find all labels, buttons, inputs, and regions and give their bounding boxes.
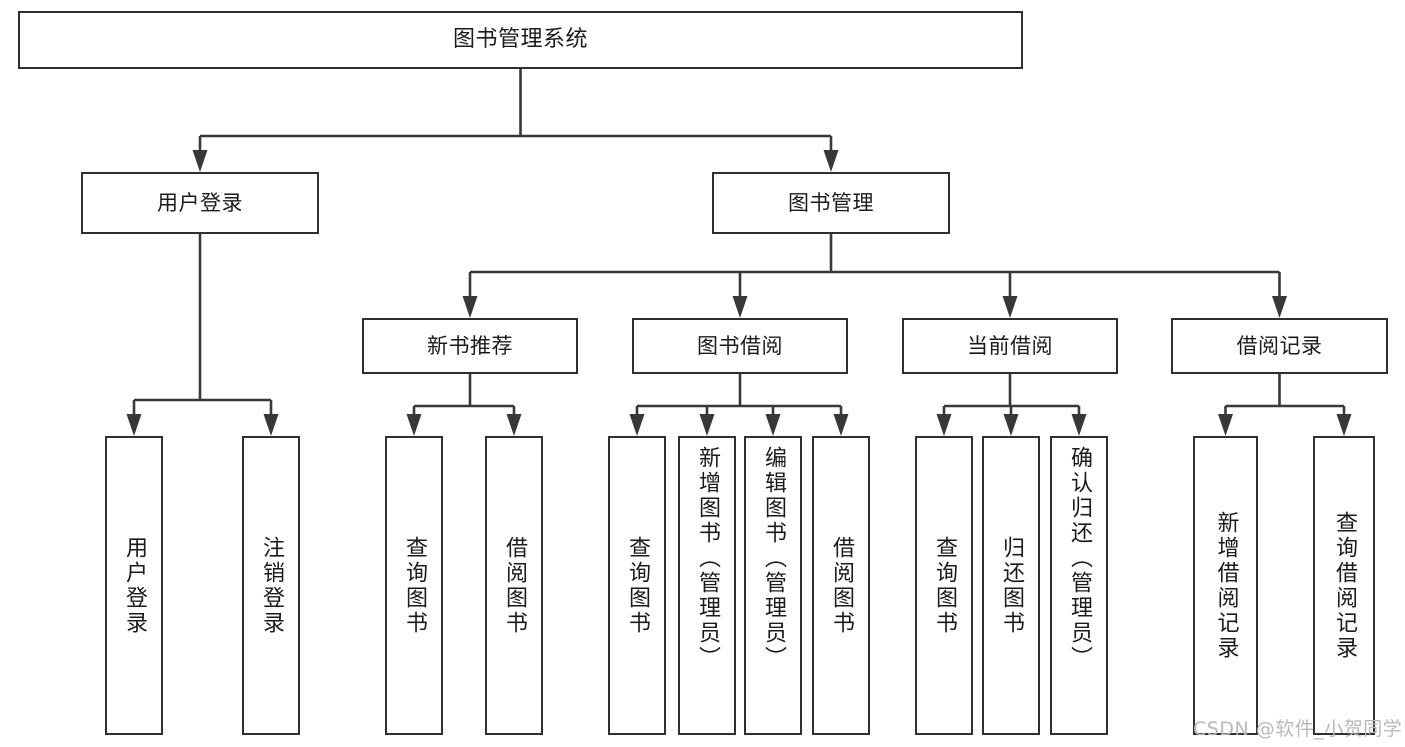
node-label: 查询图书 (932, 535, 957, 636)
node-label: 图书管理 (788, 190, 874, 215)
node-bookmgmt[interactable]: 图书管理 (712, 172, 950, 234)
node-leaf-borrow-4[interactable]: 借阅图书 (812, 436, 870, 735)
arrowhead-leaf-cur-1 (936, 414, 952, 436)
node-leaf-rec-2[interactable]: 查询借阅记录 (1313, 436, 1375, 735)
node-label: 确认归还（管理员） (1067, 446, 1092, 671)
node-label: 当前借阅 (967, 333, 1053, 358)
arrowhead-leaf-rec-1 (1218, 414, 1233, 436)
node-label: 借阅记录 (1236, 333, 1323, 358)
node-login[interactable]: 用户登录 (81, 172, 319, 234)
node-label: 注销登录 (259, 535, 284, 636)
node-label: 图书借阅 (697, 333, 783, 358)
node-borrow[interactable]: 图书借阅 (632, 318, 848, 374)
arrowhead-newbook (462, 296, 478, 318)
node-label: 图书管理系统 (452, 27, 588, 53)
arrowhead-leaf-login-2 (263, 414, 279, 436)
node-leaf-borrow-2[interactable]: 新增图书（管理员） (678, 436, 736, 735)
node-label: 新书推荐 (427, 333, 513, 358)
arrowhead-leaf-login-1 (126, 414, 142, 436)
watermark-text: CSDN @软件_小贺同学 (1193, 718, 1403, 740)
node-label: 新增借阅记录 (1213, 510, 1239, 661)
arrowhead-leaf-borrow-1 (629, 414, 645, 436)
node-root[interactable]: 图书管理系统 (18, 11, 1023, 69)
node-label: 归还图书 (999, 535, 1024, 636)
arrowhead-leaf-rec-2 (1336, 414, 1352, 436)
arrowhead-leaf-borrow-3 (765, 414, 781, 436)
arrowhead-login (192, 150, 208, 172)
node-current[interactable]: 当前借阅 (902, 318, 1118, 374)
node-leaf-login-2[interactable]: 注销登录 (242, 436, 300, 735)
node-leaf-new-1[interactable]: 查询图书 (385, 436, 443, 735)
node-newbook[interactable]: 新书推荐 (362, 318, 578, 374)
arrowhead-bookmgmt (823, 150, 839, 172)
arrowhead-leaf-new-1 (406, 414, 422, 436)
node-label: 用户登录 (122, 535, 147, 636)
node-leaf-login-1[interactable]: 用户登录 (105, 436, 163, 735)
arrowhead-leaf-borrow-2 (699, 414, 715, 436)
arrowhead-leaf-borrow-4 (833, 414, 849, 436)
arrowhead-leaf-new-2 (506, 414, 522, 436)
node-label: 借阅图书 (829, 535, 854, 636)
arrowhead-leaf-cur-3 (1071, 414, 1087, 436)
node-leaf-cur-2[interactable]: 归还图书 (982, 436, 1040, 735)
node-label: 查询借阅记录 (1332, 510, 1357, 661)
arrowhead-borrow (732, 296, 748, 318)
node-label: 编辑图书（管理员） (761, 446, 786, 671)
node-leaf-new-2[interactable]: 借阅图书 (485, 436, 543, 735)
arrowhead-records (1272, 296, 1287, 318)
node-leaf-cur-3[interactable]: 确认归还（管理员） (1050, 436, 1108, 735)
node-label: 查询图书 (625, 535, 650, 636)
node-records[interactable]: 借阅记录 (1171, 318, 1388, 374)
node-leaf-cur-1[interactable]: 查询图书 (915, 436, 973, 735)
node-label: 用户登录 (157, 190, 243, 215)
node-leaf-borrow-1[interactable]: 查询图书 (608, 436, 666, 735)
node-label: 查询图书 (402, 535, 427, 636)
node-leaf-borrow-3[interactable]: 编辑图书（管理员） (744, 436, 802, 735)
node-label: 新增图书（管理员） (695, 446, 720, 671)
node-label: 借阅图书 (502, 535, 527, 636)
node-leaf-rec-1[interactable]: 新增借阅记录 (1193, 436, 1258, 735)
arrowhead-leaf-cur-2 (1003, 414, 1019, 436)
arrowhead-current (1002, 296, 1018, 318)
